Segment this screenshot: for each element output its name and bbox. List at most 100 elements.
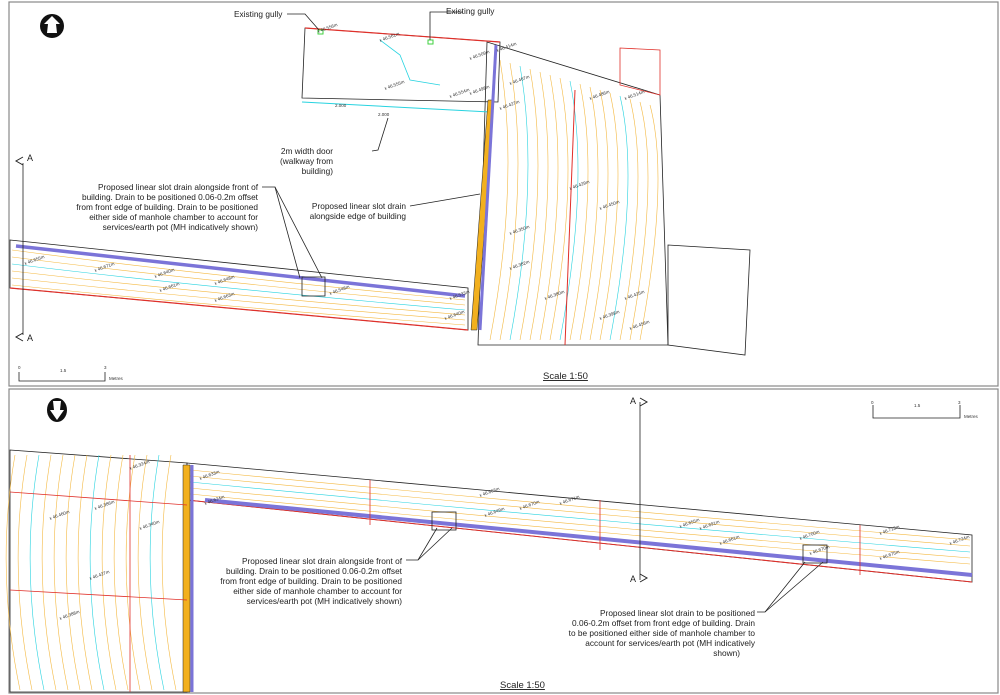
svg-text:0: 0 — [18, 365, 21, 370]
gully-marker — [427, 39, 434, 45]
elevation-label: x 46.663m — [214, 291, 236, 303]
contour-line — [499, 62, 519, 341]
contour-line — [17, 454, 33, 691]
elevation-label: x 46.324m — [129, 459, 151, 471]
contour-line — [77, 454, 93, 691]
bottom-panel-frame — [8, 388, 999, 694]
contour-line — [11, 277, 466, 321]
boundary-line — [9, 287, 469, 331]
elevation-label: x 46.633m — [199, 469, 221, 481]
contour-line — [189, 487, 971, 559]
contour-line — [101, 454, 117, 691]
elevation-label: x 46.382m — [509, 259, 531, 271]
elevation-label: x 46.661m — [719, 534, 741, 546]
svg-text:services/earth pot (MH indicat: services/earth pot (MH indicatively show… — [247, 596, 403, 606]
contour-line — [519, 68, 539, 341]
svg-text:3: 3 — [958, 400, 961, 405]
elevation-label: x 46.450m — [599, 199, 621, 211]
elevation-label: x 46.648m — [214, 274, 236, 286]
elevation-label: x 46.340m — [139, 519, 161, 531]
svg-text:from front edge of building. D: from front edge of building. Drain to be… — [76, 202, 258, 212]
elevation-label: x 46.691m — [699, 519, 721, 531]
elevation-label: x 46.548m — [329, 284, 351, 296]
elevation-label: x 46.624m — [204, 494, 226, 506]
gully-marker — [317, 29, 324, 35]
contour-line — [149, 454, 165, 691]
contour-line — [11, 256, 466, 306]
contour-line — [509, 65, 529, 341]
svg-text:1.5: 1.5 — [914, 403, 921, 408]
gully-label: Existing gully — [234, 9, 283, 19]
contour-line — [629, 101, 649, 341]
water-contour — [379, 39, 441, 86]
boundary-line — [186, 499, 973, 583]
elevation-label: x 46.350m — [509, 224, 531, 236]
contour-line — [539, 74, 559, 341]
scale-label: Scale 1:50 — [543, 371, 588, 382]
extension-area — [667, 244, 751, 356]
svg-text:to be positioned either side o: to be positioned either side of manhole … — [569, 628, 756, 638]
boundary-line — [564, 89, 576, 346]
contour-line — [113, 454, 129, 691]
svg-text:A: A — [630, 574, 636, 584]
manhole-chamber — [802, 544, 828, 564]
contour-line — [549, 77, 569, 341]
elevation-label: x 46.670m — [519, 499, 541, 511]
contour-line — [11, 270, 466, 316]
elevation-label: x 46.414m — [496, 41, 518, 53]
boundary-line — [304, 27, 501, 43]
svg-text:services/earth pot (MH indicat: services/earth pot (MH indicatively show… — [103, 222, 259, 232]
svg-text:building. Drain to be position: building. Drain to be positioned 0.06-0.… — [82, 192, 259, 202]
elevation-label: x 46.724m — [949, 534, 971, 546]
elevation-label: x 46.514m — [624, 89, 646, 101]
contour-line — [11, 249, 466, 301]
elevation-label: x 46.386m — [94, 499, 116, 511]
elevation-label: x 46.675m — [879, 549, 901, 561]
elevation-label: x 46.533m — [449, 289, 471, 301]
svg-text:Proposed linear slot drain alo: Proposed linear slot drain alongside fro… — [98, 182, 259, 192]
elevation-label: x 46.671m — [559, 494, 581, 506]
contour-line — [619, 98, 639, 341]
elevation-label: x 46.486m — [589, 89, 611, 101]
svg-text:(walkway from: (walkway from — [280, 156, 333, 166]
svg-text:building): building) — [302, 166, 334, 176]
svg-text:A: A — [630, 396, 636, 406]
svg-text:either side of manhole chamber: either side of manhole chamber to accoun… — [89, 212, 258, 222]
elevation-label: x 46.498m — [469, 84, 491, 96]
elevation-label: x 46.556m — [317, 22, 339, 34]
svg-text:Metres: Metres — [109, 376, 124, 381]
gully-label: Existing gully — [446, 6, 495, 16]
door-note: 2m width door (walkway from building) — [280, 146, 333, 176]
svg-text:0: 0 — [871, 400, 874, 405]
elevation-label: x 46.663m — [479, 486, 501, 498]
elevation-label: x 46.640m — [154, 267, 176, 279]
contour-line — [161, 454, 177, 691]
drain-right-note: Proposed linear slot drain to be positio… — [569, 608, 756, 658]
boundary-lines — [9, 455, 861, 692]
svg-text:account for services/earth pot: account for services/earth pot (MH indic… — [585, 638, 756, 648]
elevation-label: x 46.655m — [24, 254, 46, 266]
elevation-label: x 46.427m — [89, 569, 111, 581]
contour-line — [137, 454, 153, 691]
contour-line — [189, 481, 971, 553]
contour-line — [579, 86, 599, 341]
svg-text:3: 3 — [104, 365, 107, 370]
drain-front-note: Proposed linear slot drain alongside fro… — [220, 556, 402, 606]
manhole-chamber — [301, 276, 326, 297]
svg-text:building. Drain to be position: building. Drain to be positioned 0.06-0.… — [226, 566, 403, 576]
contour-area-right — [477, 41, 669, 346]
svg-text:Proposed linear slot drain: Proposed linear slot drain — [312, 201, 406, 211]
contour-line — [489, 59, 509, 341]
north-arrow-icon — [40, 14, 64, 38]
contour-line — [189, 493, 971, 565]
svg-text:A: A — [27, 333, 33, 343]
elevation-label: x 46.427m — [499, 99, 521, 111]
elevation-label: x 46.429m — [569, 179, 591, 191]
contour-line — [609, 95, 629, 341]
elevation-label: x 46.554m — [449, 87, 471, 99]
dimension-label: 2.000 — [335, 103, 347, 108]
svg-text:either side of manhole chamber: either side of manhole chamber to accoun… — [233, 586, 402, 596]
svg-text:Proposed linear slot drain alo: Proposed linear slot drain alongside fro… — [242, 556, 403, 566]
manhole-chamber — [431, 511, 457, 531]
